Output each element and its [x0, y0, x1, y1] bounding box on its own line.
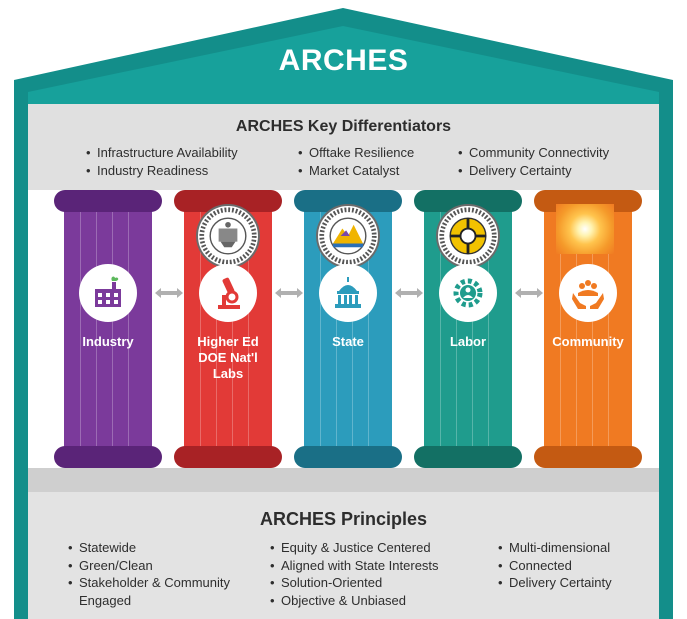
pillar-base — [534, 446, 642, 468]
principles-column-3: Multi-dimensional Connected Delivery Cer… — [498, 539, 648, 592]
roof — [14, 8, 673, 110]
double-arrow-icon — [395, 288, 423, 298]
pillar-capital — [294, 190, 402, 212]
pillar-capital — [174, 190, 282, 212]
list-item: Market Catalyst — [298, 162, 414, 180]
list-item: Community Connectivity — [458, 144, 609, 162]
list-item: Delivery Certainty — [458, 162, 609, 180]
differentiators-column-2: Offtake Resilience Market Catalyst — [298, 144, 414, 179]
pillar-industry: Industry — [54, 190, 162, 468]
microscope-icon — [199, 264, 257, 322]
list-item: Statewide — [68, 539, 258, 557]
pillar-base — [294, 446, 402, 468]
double-arrow-icon — [275, 288, 303, 298]
list-item: Equity & Justice Centered — [270, 539, 470, 557]
differentiators-title: ARCHES Key Differentiators — [235, 118, 452, 135]
list-item: Infrastructure Availability — [86, 144, 238, 162]
pillar-label: Labor — [449, 334, 487, 349]
pillar-label: Higher Ed DOE Nat'l Labs — [197, 334, 259, 381]
principles-title: ARCHES Principles — [259, 509, 428, 529]
list-item: Industry Readiness — [86, 162, 238, 180]
factory-icon — [79, 264, 137, 322]
frame-left — [14, 92, 28, 619]
pillar-labor: Labor — [414, 190, 522, 468]
list-item: Multi-dimensional — [498, 539, 648, 557]
list-item: Aligned with State Interests — [270, 557, 470, 575]
page-title: ARCHES — [278, 44, 409, 77]
pillar-base — [174, 446, 282, 468]
labor-seal-icon — [436, 204, 500, 268]
hands-people-icon — [559, 264, 617, 322]
list-item: Delivery Certainty — [498, 574, 648, 592]
differentiators-column-3: Community Connectivity Delivery Certaint… — [458, 144, 609, 179]
pillar-higher-ed: Higher Ed DOE Nat'l Labs — [174, 190, 282, 468]
list-item: Green/Clean — [68, 557, 258, 575]
gear-people-icon — [439, 264, 497, 322]
university-seal-icon — [196, 204, 260, 268]
sun-image — [556, 204, 614, 254]
differentiators-column-1: Infrastructure Availability Industry Rea… — [86, 144, 238, 179]
pillar-label: Industry — [82, 334, 134, 349]
double-arrow-icon — [155, 288, 183, 298]
pillar-state: State — [294, 190, 402, 468]
double-arrow-icon — [515, 288, 543, 298]
list-item: Objective & Unbiased — [270, 592, 470, 610]
pillar-capital — [54, 190, 162, 212]
list-item: Connected — [498, 557, 648, 575]
pillar-label: Community — [552, 334, 624, 349]
pillar-shaft — [64, 204, 152, 454]
pillar-capital — [414, 190, 522, 212]
list-item: Offtake Resilience — [298, 144, 414, 162]
frame-right — [659, 92, 673, 619]
capitol-icon — [319, 264, 377, 322]
principles-column-2: Equity & Justice Centered Aligned with S… — [270, 539, 470, 609]
state-seal-icon — [316, 204, 380, 268]
pillar-label: State — [332, 334, 364, 349]
principles-column-1: Statewide Green/Clean Stakeholder & Comm… — [68, 539, 258, 609]
pillar-community: Community — [534, 190, 642, 468]
list-item: Stakeholder & Community Engaged — [68, 574, 258, 609]
pillar-base — [414, 446, 522, 468]
list-item: Solution-Oriented — [270, 574, 470, 592]
pillar-base — [54, 446, 162, 468]
foundation-bar — [28, 468, 659, 492]
